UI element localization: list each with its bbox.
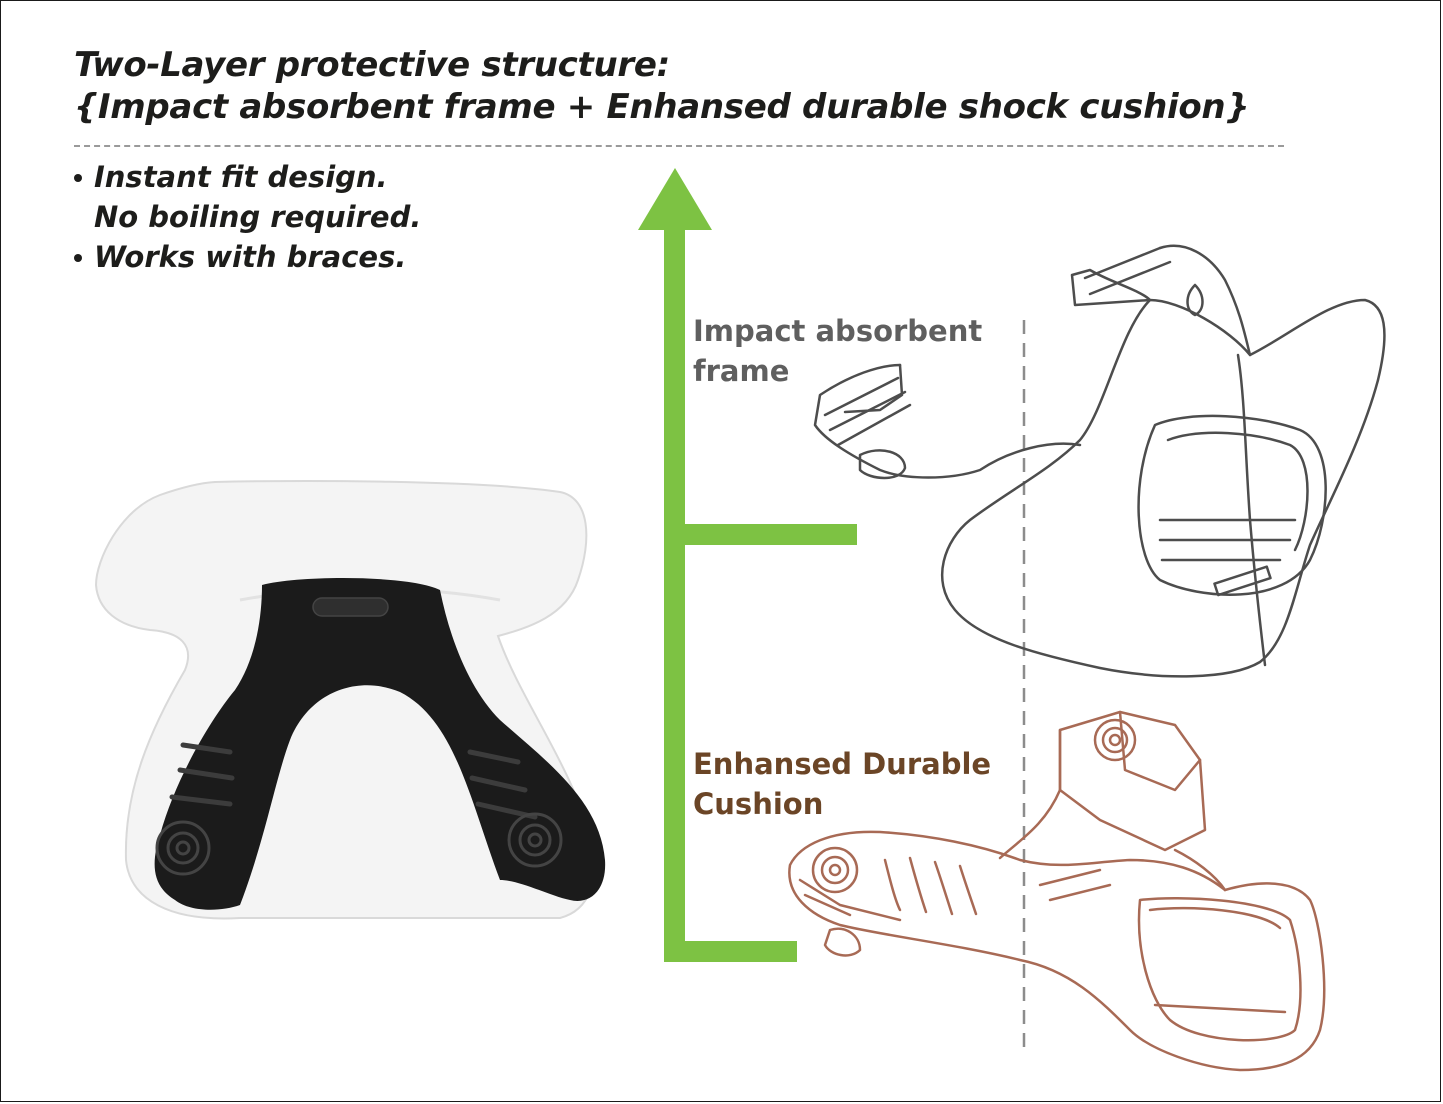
up-arrow-icon bbox=[638, 168, 857, 962]
headline: Two-Layer protective structure: {Impact … bbox=[74, 44, 1324, 128]
headline-line-1: Two-Layer protective structure: bbox=[74, 45, 670, 85]
cushion-line-drawing bbox=[788, 710, 1326, 1072]
dashed-divider bbox=[74, 145, 1284, 147]
cushion-label-line-2: Cushion bbox=[693, 787, 824, 821]
feature-text: Works with braces. bbox=[94, 240, 407, 274]
frame-label-line-1: Impact absorbent bbox=[693, 314, 983, 348]
headline-line-2: {Impact absorbent frame + Enhansed durab… bbox=[74, 87, 1250, 127]
cushion-label-line-1: Enhansed Durable bbox=[693, 747, 992, 781]
bullet-dot-icon bbox=[74, 174, 82, 182]
bullet-dot-icon bbox=[74, 254, 82, 262]
feature-list: Instant fit design. No boiling required.… bbox=[72, 157, 421, 277]
frame-label: Impact absorbent frame bbox=[693, 311, 982, 391]
feature-item: Works with braces. bbox=[72, 237, 421, 277]
feature-text: No boiling required. bbox=[94, 200, 422, 234]
mouthguard-photo bbox=[94, 480, 606, 920]
feature-item: Instant fit design. No boiling required. bbox=[72, 157, 421, 237]
cushion-label: Enhansed Durable Cushion bbox=[693, 744, 991, 824]
frame-line-drawing bbox=[813, 244, 1386, 678]
feature-text: Instant fit design. bbox=[94, 160, 388, 194]
frame-label-line-2: frame bbox=[693, 354, 790, 388]
